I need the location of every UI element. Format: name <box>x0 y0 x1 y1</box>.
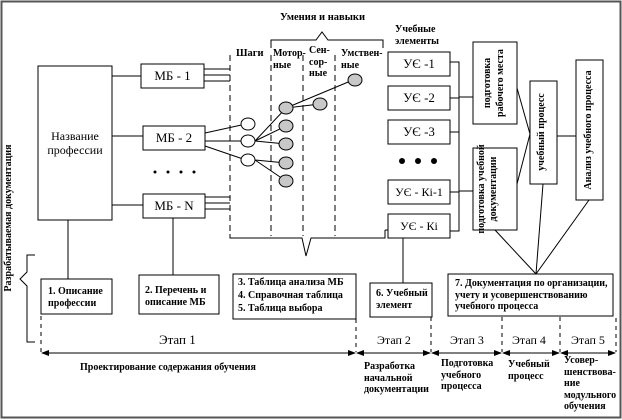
stage-5-description: Усовер-шенствова-ние модульного обучения <box>564 355 617 412</box>
stage-4-description: Учебный процесс <box>508 359 550 382</box>
ue-label-2: УЄ -2 <box>403 90 435 105</box>
doc-3-box <box>232 273 357 320</box>
ue-label-3: УЄ -3 <box>403 124 435 139</box>
doc-6-label: 6. Учебный элемент <box>376 288 428 311</box>
column-sensory: Сен-сор-ные <box>309 45 330 79</box>
stage-1-description: Проектирование содержания обучения <box>80 362 256 373</box>
doc-2-box <box>138 274 220 315</box>
mb-box-n <box>142 193 206 219</box>
learning-elements-header: Учебные элементы <box>395 24 439 47</box>
doc-4-line: 4. Справочная таблица <box>238 290 343 301</box>
doc-7-label: 7. Документация по организации, учету и … <box>455 278 608 312</box>
mb-box-2 <box>142 125 206 151</box>
stage-5-label: Этап 5 <box>571 333 605 347</box>
profession-label: Название профессии <box>47 128 103 157</box>
stage-2-description: Разработка начальной документации <box>364 361 429 395</box>
doc-3-line-1: 3. Таблица анализа МБ <box>238 277 344 288</box>
ue-label-ki: УЄ - Кi <box>400 218 438 233</box>
mb-label-1: МБ - 1 <box>154 68 191 83</box>
ue-box-ki <box>387 213 451 239</box>
ue-label-ki1: УЄ - Кi-1 <box>395 184 443 199</box>
doc-5-line: 5. Таблица выбора <box>238 303 323 314</box>
stage-2-label: Этап 2 <box>377 333 411 347</box>
prep-docs-label: подготовка учебной документации <box>476 144 499 234</box>
stage-4-label: Этап 4 <box>512 333 546 347</box>
prep-workplace-box <box>472 41 518 125</box>
doc-2-label: 2. Перечень и описание МБ <box>145 285 207 308</box>
learning-process-label: учебный процесс <box>536 93 547 171</box>
column-steps: Шаги <box>236 48 264 59</box>
profession-box <box>37 65 113 221</box>
analysis-label: Анализ учебного процесса <box>583 70 594 190</box>
ue-label-1: УЄ -1 <box>403 56 435 71</box>
doc-1-label: 1. Описание профессии <box>48 286 103 309</box>
column-motor: Мотор-ные <box>273 48 306 71</box>
doc-7-box <box>447 273 614 317</box>
stage-3-description: Подготовка учебного процесса <box>441 358 494 392</box>
doc-1-box <box>40 278 113 315</box>
skills-header: Умения и навыки <box>280 12 366 23</box>
stage-1-label: Этап 1 <box>159 332 196 347</box>
mb-label-n: МБ - N <box>154 198 194 213</box>
prep-workplace-label: подготовка рабочего места <box>482 49 506 117</box>
stage-3-label: Этап 3 <box>450 333 484 347</box>
side-label: Разрабатываемая документация <box>3 144 14 292</box>
ue-box-1 <box>387 51 451 77</box>
column-mental: Умствен-ные <box>341 48 383 71</box>
doc-6-box <box>369 282 433 318</box>
mb-label-2: МБ - 2 <box>155 130 193 145</box>
analysis-box <box>575 59 604 201</box>
